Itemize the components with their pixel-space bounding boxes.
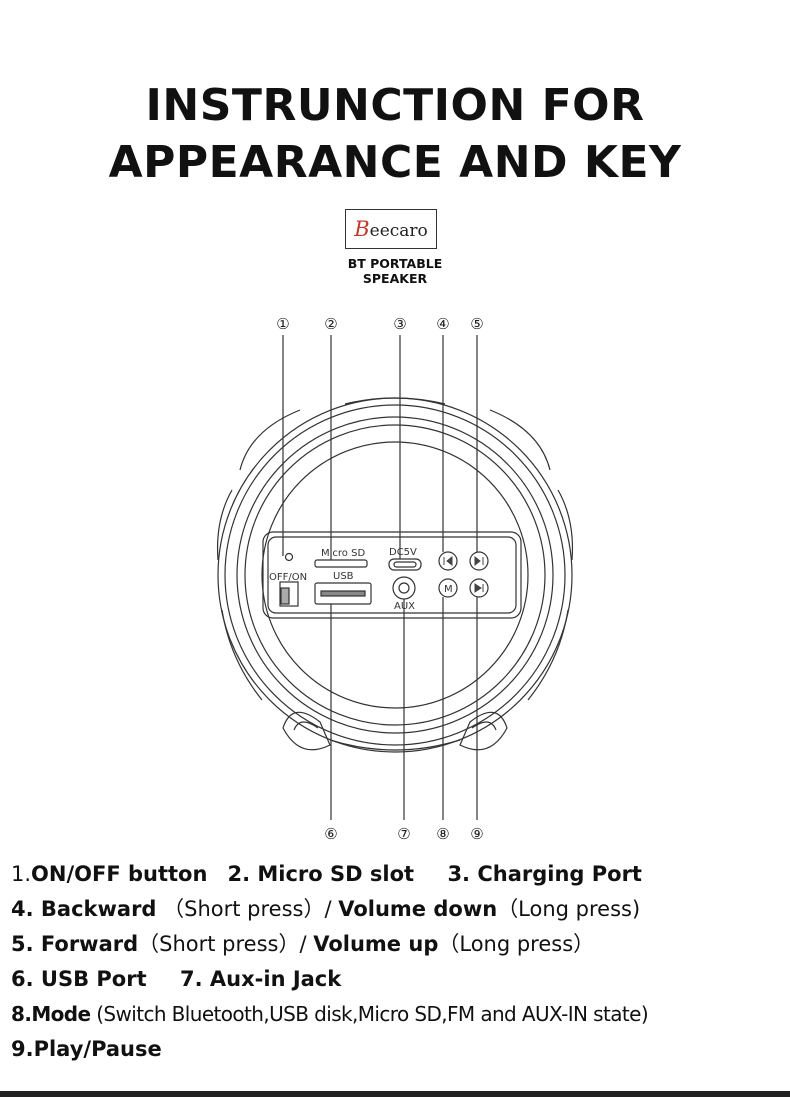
aux-jack[interactable] <box>392 576 416 600</box>
callout-2: ② <box>324 315 337 333</box>
callout-6: ⑥ <box>324 825 337 843</box>
forward-icon <box>474 555 484 567</box>
legend-row-5: 8.Mode (Switch Bluetooth,USB disk,Micro … <box>11 997 649 1032</box>
legend-row-1: 1.ON/OFF button 2. Micro SD slot 3. Char… <box>11 857 642 892</box>
legend-4-long: （Long press) <box>497 897 641 921</box>
dc5v-port[interactable] <box>388 558 422 571</box>
speaker-outline <box>216 335 574 820</box>
backward-button[interactable] <box>438 551 458 571</box>
play-pause-button[interactable] <box>469 578 489 598</box>
legend-8-label: 8.Mode <box>11 1002 91 1026</box>
legend-3-label: 3. Charging Port <box>447 862 642 886</box>
legend-4-long-label: Volume down <box>338 897 498 921</box>
legend-1-label: ON/OFF button <box>31 862 208 886</box>
legend-row-6: 9.Play/Pause <box>11 1032 162 1067</box>
callout-1: ① <box>276 315 289 333</box>
footer-divider <box>0 1091 790 1097</box>
legend-5-short: （Short press）/ <box>138 932 307 956</box>
right-foot <box>459 711 508 751</box>
callout-3: ③ <box>393 315 406 333</box>
label-dc5v: DC5V <box>389 547 417 558</box>
page-title-line-1: INSTRUNCTION FOR <box>145 80 645 131</box>
legend-6-label: 6. USB Port <box>11 967 147 991</box>
label-off-on: OFF/ON <box>269 572 307 583</box>
legend-5-label: 5. Forward <box>11 932 139 956</box>
usb-port[interactable] <box>314 582 372 605</box>
brand-logo: Beecaro <box>345 209 437 249</box>
legend-4-short: （Short press）/ <box>163 897 332 921</box>
backward-icon <box>443 555 453 567</box>
legend-5-long-label: Volume up <box>313 932 439 956</box>
label-aux: AUX <box>394 601 415 612</box>
speaker-face <box>261 441 529 709</box>
legend-1-number: 1. <box>11 862 32 886</box>
power-led <box>284 552 294 562</box>
callout-8: ⑧ <box>436 825 449 843</box>
callout-4: ④ <box>436 315 449 333</box>
left-foot <box>282 711 331 751</box>
brand-logo-initial: B <box>354 217 370 241</box>
legend-4-label: 4. Backward <box>11 897 157 921</box>
callout-5: ⑤ <box>470 315 483 333</box>
inner-ring <box>244 424 546 726</box>
forward-button[interactable] <box>469 551 489 571</box>
play-pause-icon <box>474 583 484 593</box>
micro-sd-slot[interactable] <box>314 559 368 568</box>
callout-9: ⑨ <box>470 825 483 843</box>
legend-5-long: （Long press） <box>438 932 595 956</box>
legend-row-4: 6. USB Port 7. Aux-in Jack <box>11 962 341 997</box>
callout-numbers: ① ② ③ ④ ⑤ ⑥ ⑦ ⑧ ⑨ <box>276 315 483 843</box>
on-off-switch[interactable] <box>279 581 299 607</box>
legend-2-label: 2. Micro SD slot <box>227 862 415 886</box>
legend-row-3: 5. Forward（Short press）/ Volume up（Long … <box>11 927 594 962</box>
legend-7-label: 7. Aux-in Jack <box>180 967 342 991</box>
callout-7: ⑦ <box>397 825 410 843</box>
page-title-line-2: APPEARANCE AND KEY <box>108 137 682 188</box>
label-mode-button: M <box>444 584 453 595</box>
legend-9-label: 9.Play/Pause <box>11 1037 162 1061</box>
brand-logo-text: eecaro <box>369 221 428 241</box>
product-subtitle: BT PORTABLE SPEAKER <box>347 256 443 286</box>
control-panel <box>262 531 522 619</box>
legend-8-text: (Switch Bluetooth,USB disk,Micro SD,FM a… <box>96 1002 649 1026</box>
mode-button[interactable] <box>438 578 458 598</box>
legend-row-2: 4. Backward （Short press）/ Volume down（L… <box>11 892 640 927</box>
label-usb: USB <box>333 571 354 582</box>
label-micro-sd: Micro SD <box>321 548 365 559</box>
speaker-diagram: Micro SD DC5V OFF/ON USB AUX M ① ② ③ ④ ⑤… <box>216 315 574 843</box>
